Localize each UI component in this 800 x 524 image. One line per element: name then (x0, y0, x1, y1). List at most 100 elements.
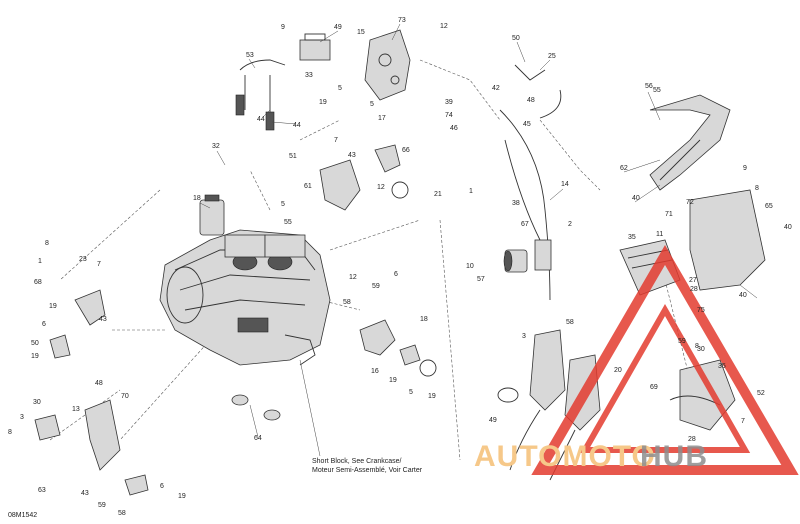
callout: 12 (377, 184, 385, 191)
callout: 6 (160, 483, 164, 490)
callout: 48 (95, 380, 103, 387)
callout: 50 (512, 35, 520, 42)
wiring (499, 64, 562, 301)
callout: 7 (97, 261, 101, 268)
callout: 7 (741, 418, 745, 425)
callout: 46 (450, 125, 458, 132)
callout: 65 (765, 203, 773, 210)
note-line-2: Moteur Semi-Assemblé, Voir Carter (312, 466, 423, 474)
callout: 18 (193, 195, 201, 202)
callout: 70 (121, 393, 129, 400)
callout: 7 (334, 137, 338, 144)
callout: 8 (755, 185, 759, 192)
callout: 39 (445, 99, 453, 106)
callout: 49 (334, 24, 342, 31)
note-line-1: Short Block, See Crankcase/ (312, 458, 402, 465)
callout: 9 (743, 165, 747, 172)
callout: 19 (49, 303, 57, 310)
callout: 57 (477, 276, 485, 283)
callout: 59 (678, 338, 686, 345)
reservoir (199, 194, 225, 236)
callout: 6 (42, 321, 46, 328)
callout: 56 (645, 83, 653, 90)
callout: 63 (38, 487, 46, 494)
callout: 40 (784, 224, 792, 231)
callout: 30 (33, 399, 41, 406)
callout: 58 (118, 510, 126, 517)
callout: 28 (688, 436, 696, 443)
callout: 30 (697, 346, 705, 353)
callout: 75 (697, 307, 705, 314)
watermark-logo-text: AUTOMOTO (474, 440, 656, 473)
callout: 32 (212, 143, 220, 150)
callout: 23 (79, 256, 87, 263)
callout: 19 (178, 493, 186, 500)
callout: 28 (690, 286, 698, 293)
callout: 5 (338, 85, 342, 92)
callout: 71 (665, 211, 673, 218)
chassis-bracket (649, 94, 731, 191)
callout: 12 (440, 23, 448, 30)
callout: 27 (689, 277, 697, 284)
callout: 69 (650, 384, 658, 391)
callout: 40 (739, 292, 747, 299)
callout: 19 (31, 353, 39, 360)
callout: 6 (394, 271, 398, 278)
short-block-note: Short Block, See Crankcase/ Moteur Semi-… (312, 458, 462, 475)
callout: 1 (38, 258, 42, 265)
callout: 43 (99, 316, 107, 323)
callout: 49 (489, 417, 497, 424)
callout: 52 (757, 390, 765, 397)
callout: 35 (628, 234, 636, 241)
callout: 55 (284, 219, 292, 226)
callout: 14 (561, 181, 569, 188)
callout: 61 (304, 183, 312, 190)
callout: 66 (402, 147, 410, 154)
engine-block (159, 229, 331, 366)
callout: 17 (378, 115, 386, 122)
callout: 5 (370, 101, 374, 108)
callout: 19 (319, 99, 327, 106)
callout: 25 (548, 53, 556, 60)
starter-motor (503, 249, 528, 273)
callout: 53 (246, 52, 254, 59)
assembly-guide-lines (49, 59, 691, 461)
callout: 40 (632, 195, 640, 202)
callout: 45 (523, 121, 531, 128)
callout: 3 (20, 414, 24, 421)
callout: 55 (653, 87, 661, 94)
callout: 59 (372, 283, 380, 290)
callout: 73 (398, 17, 406, 24)
callout: 58 (343, 299, 351, 306)
callout: 42 (492, 85, 500, 92)
callout: 58 (566, 319, 574, 326)
callout: 15 (357, 29, 365, 36)
callout: 11 (656, 231, 663, 238)
leader-lines (199, 23, 758, 457)
engine-mounts (34, 144, 437, 496)
callout: 62 (620, 165, 628, 172)
upper-bracket (364, 29, 411, 101)
callout: 68 (34, 279, 42, 286)
callout: 12 (349, 274, 357, 281)
callout: 74 (445, 112, 453, 119)
callout: 19 (428, 393, 436, 400)
watermark-triangle (531, 245, 799, 475)
callout: 33 (305, 72, 313, 79)
callout: 64 (254, 435, 262, 442)
callout: 16 (371, 368, 379, 375)
callout: 35 (718, 363, 726, 370)
callout: 1 (469, 188, 473, 195)
bushings (231, 394, 281, 421)
callout: 2 (568, 221, 572, 228)
callout: 44 (257, 116, 265, 123)
callout: 9 (281, 24, 285, 31)
callout: 43 (81, 490, 89, 497)
callout-labels: 73 12 15 49 9 33 5 53 44 44 19 5 7 43 17… (8, 17, 792, 517)
callout: 38 (512, 200, 520, 207)
callout: 44 (293, 122, 301, 129)
callout: 18 (420, 316, 428, 323)
callout: 8 (695, 343, 699, 350)
callout: 20 (614, 367, 622, 374)
